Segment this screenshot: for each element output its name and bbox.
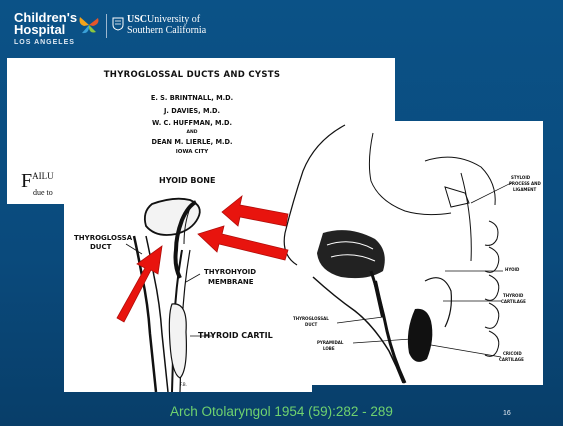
author-2: J. DAVIES, M.D. (164, 107, 220, 115)
head-neck-drawing (275, 121, 543, 385)
label-cricoid-2: CARTILAGE (499, 357, 524, 362)
citation-caption: Arch Otolaryngol 1954 (59):282 - 289 (0, 404, 563, 419)
label-membrane: MEMBRANE (208, 278, 254, 286)
label-thyroglossal: THYROGLOSSA (74, 234, 132, 242)
header-bar: Children's Hospital LOS ANGELES USCUnive… (0, 0, 563, 56)
usc-line1-bold: USC (127, 14, 147, 25)
usc-line1-rest: University of (147, 14, 200, 25)
label-thyroglossal-2: DUCT (305, 322, 317, 327)
butterfly-icon (78, 14, 100, 36)
label-thyroid-cartil: THYROID CARTIL (198, 331, 273, 340)
author-3: W. C. HUFFMAN, M.D. (152, 119, 232, 127)
label-thyrohyoid: THYROHYOID (204, 268, 256, 276)
label-pyramidal-1: PYRAMIDAL (317, 340, 343, 345)
label-initials: F.B. (180, 382, 187, 387)
label-thyroglossal-1: THYROGLOSSAL (293, 316, 329, 321)
paper-body-start: FAILU due to (21, 170, 54, 193)
drop-cap: F (21, 170, 32, 192)
body-second-line: due to (33, 188, 53, 197)
chla-logo: Children's Hospital LOS ANGELES (14, 12, 77, 49)
chla-line3: LOS ANGELES (14, 37, 77, 49)
logo-divider (106, 14, 107, 38)
label-pyramidal-2: LOBE (323, 346, 335, 351)
label-cricoid-1: CRICOID (503, 351, 522, 356)
label-hyoid: HYOID (505, 267, 519, 272)
author-4: DEAN M. LIERLE, M.D. (151, 138, 232, 146)
usc-seal-icon (112, 17, 124, 31)
usc-wordmark: USCUniversity of Southern California (127, 14, 206, 36)
paper-title: THYROGLOSSAL DUCTS AND CYSTS (67, 70, 317, 80)
author-1: E. S. BRINTNALL, M.D. (151, 94, 233, 102)
label-hyoid-bone: HYOID BONE (159, 176, 215, 185)
head-neck-sagittal-diagram: STYLOID PROCESS AND LIGAMENT HYOID THYRO… (275, 121, 543, 385)
label-styloid-3: LIGAMENT (513, 187, 536, 192)
label-thyroid-1: THYROID (503, 293, 523, 298)
label-styloid-1: STYLOID (511, 175, 530, 180)
page-number: 16 (503, 410, 511, 417)
usc-line2: Southern California (127, 25, 206, 36)
label-thyroid-2: CARTILAGE (501, 299, 526, 304)
label-duct: DUCT (90, 243, 111, 251)
label-styloid-2: PROCESS AND (509, 181, 541, 186)
chla-line2: Hospital (14, 22, 65, 37)
body-first-word: AILU (32, 171, 54, 181)
